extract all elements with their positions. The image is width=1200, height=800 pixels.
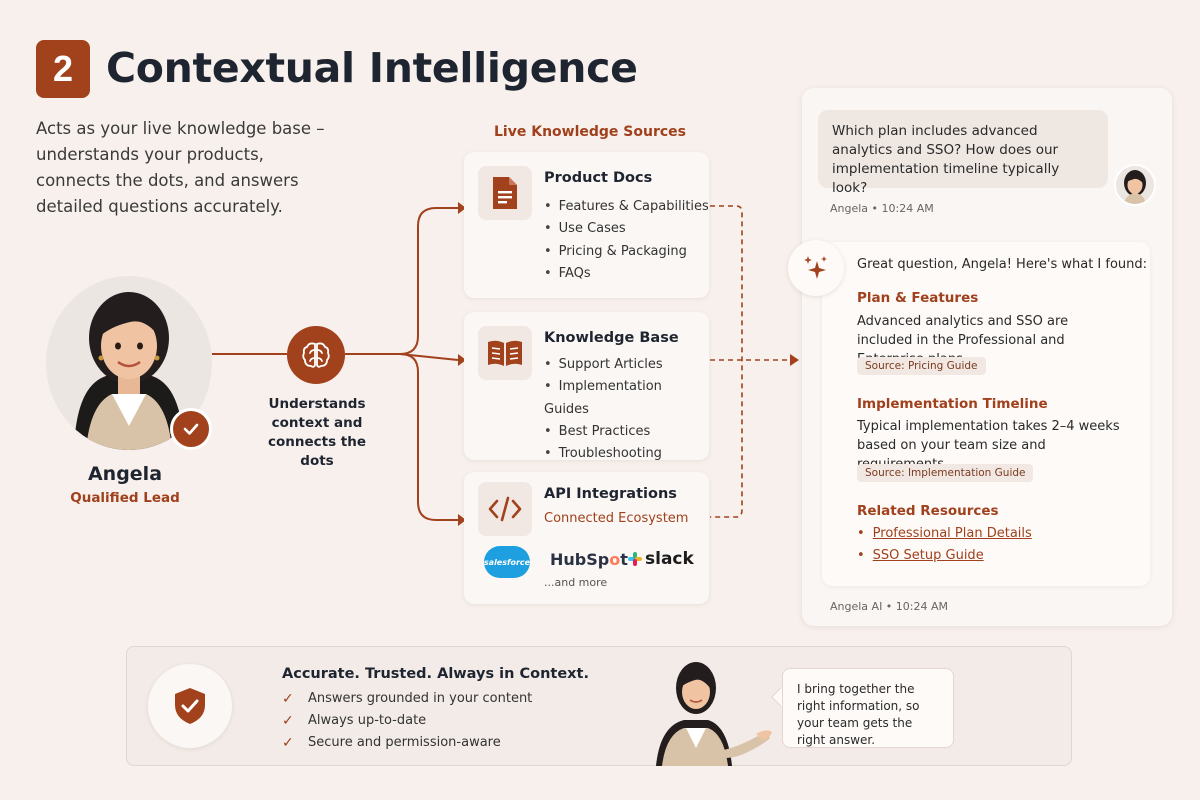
processor-caption: Understands context and connects the dot… [267, 396, 367, 469]
source-items: Features & Capabilities Use Cases Pricin… [544, 196, 709, 285]
check-icon: ✓ [282, 691, 294, 707]
point-text: Always up-to-date [308, 713, 427, 728]
and-more-text: ...and more [544, 576, 608, 589]
point-text: Answers grounded in your content [308, 691, 533, 706]
slack-logo: slack [628, 549, 694, 569]
shield-check-icon [148, 664, 232, 748]
list-item: FAQs [544, 263, 709, 285]
source-title: API Integrations [544, 486, 677, 502]
resource-link[interactable]: SSO Setup Guide [857, 548, 984, 563]
hubspot-o: o [609, 550, 621, 569]
step-number-badge: 2 [36, 40, 90, 98]
source-card-product-docs[interactable]: Product Docs Features & Capabilities Use… [464, 152, 709, 298]
source-card-knowledge-base[interactable]: Knowledge Base Support Articles Implemen… [464, 312, 709, 461]
user-message-meta: Angela • 10:24 AM [830, 202, 934, 215]
list-item: Troubleshooting [544, 443, 709, 465]
hubspot-text-end: t [620, 550, 628, 569]
lead-role: Qualified Lead [70, 490, 180, 506]
hubspot-logo: HubSpot [550, 550, 628, 569]
resources-heading: Related Resources [857, 503, 999, 519]
source-tag: Source: Implementation Guide [857, 464, 1034, 482]
sources-title: Live Knowledge Sources [494, 124, 686, 140]
point-text: Secure and permission-aware [308, 735, 501, 750]
slack-mark-icon [628, 552, 642, 566]
list-item: Implementation Guides [544, 376, 709, 421]
list-item: Use Cases [544, 218, 709, 240]
list-item: Pricing & Packaging [544, 241, 709, 263]
list-item: ✓ Answers grounded in your content [282, 688, 532, 710]
list-item: ✓ Always up-to-date [282, 710, 532, 732]
list-item: Features & Capabilities [544, 196, 709, 218]
speech-bubble: I bring together the right information, … [782, 668, 954, 748]
source-title: Product Docs [544, 170, 653, 186]
document-icon [478, 166, 532, 220]
source-items: Support Articles Implementation Guides B… [544, 354, 709, 465]
resource-link[interactable]: Professional Plan Details [857, 526, 1032, 541]
source-title: Knowledge Base [544, 330, 679, 346]
qualified-check-icon [170, 408, 212, 450]
list-item: Best Practices [544, 421, 709, 443]
page-title: Contextual Intelligence [106, 44, 638, 92]
source-card-api-integrations[interactable]: API Integrations Connected Ecosystem sal… [464, 472, 709, 604]
check-icon: ✓ [282, 713, 294, 729]
salesforce-logo: salesforce [484, 546, 530, 578]
sparkle-icon [788, 240, 844, 296]
ai-message-meta: Angela AI • 10:24 AM [830, 600, 949, 613]
lead-name: Angela [87, 463, 163, 485]
ai-greeting: Great question, Angela! Here's what I fo… [857, 257, 1148, 272]
source-subtitle: Connected Ecosystem [544, 511, 689, 526]
section-heading: Implementation Timeline [857, 396, 1048, 412]
slack-text: slack [645, 549, 694, 569]
footer-points: ✓ Answers grounded in your content ✓ Alway… [282, 688, 532, 754]
hubspot-text: HubSp [550, 550, 610, 569]
angela-illustration [648, 654, 774, 766]
brain-icon [287, 326, 345, 384]
user-message-bubble: Which plan includes advanced analytics a… [818, 110, 1108, 196]
source-tag: Source: Pricing Guide [857, 357, 986, 375]
list-item: ✓ Secure and permission-aware [282, 732, 532, 754]
check-icon: ✓ [282, 735, 294, 751]
open-book-icon [478, 326, 532, 380]
list-item: Support Articles [544, 354, 709, 376]
user-avatar [1114, 164, 1156, 206]
section-heading: Plan & Features [857, 290, 979, 306]
footer-title: Accurate. Trusted. Always in Context. [282, 666, 589, 682]
code-icon [478, 482, 532, 536]
intro-text: Acts as your live knowledge base – under… [36, 119, 325, 216]
